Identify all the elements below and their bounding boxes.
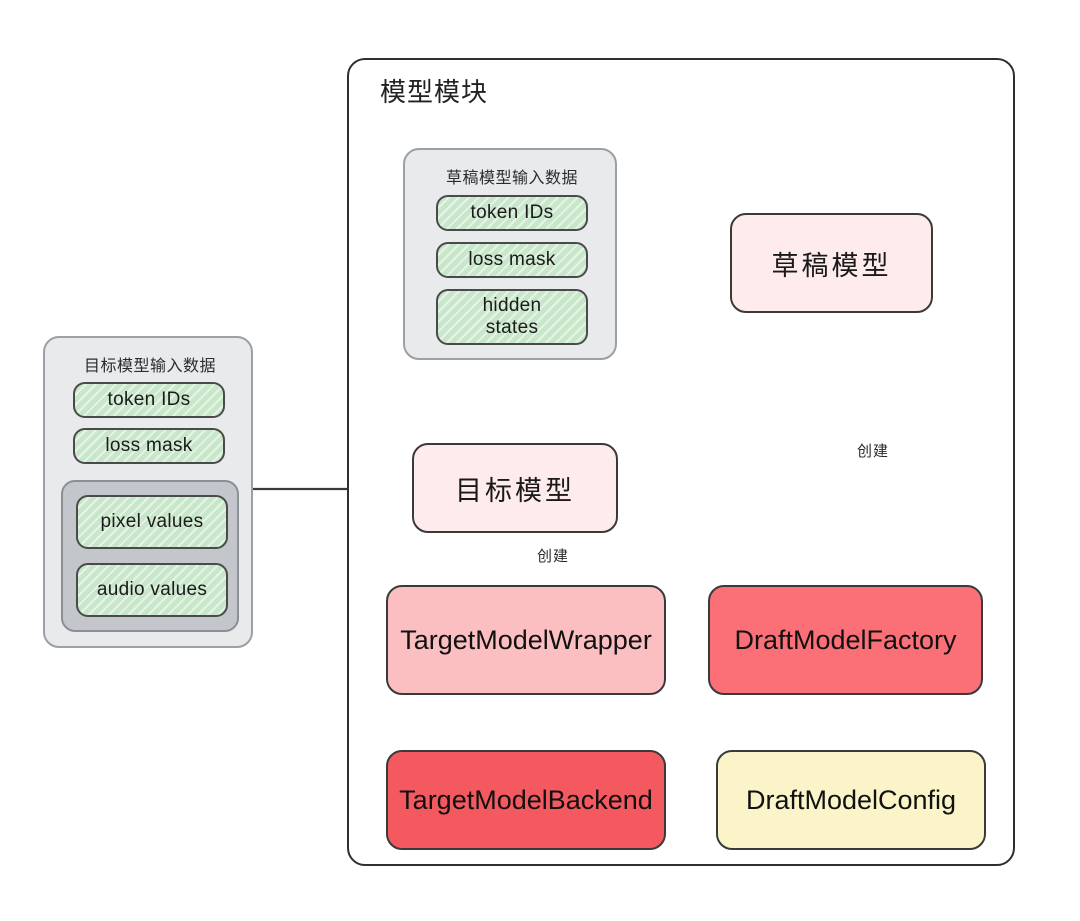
edge-label-draft-create: 创建 xyxy=(857,443,890,460)
node-draft-model-factory[interactable]: DraftModelFactory xyxy=(708,585,983,695)
hidden-states-line-1: hidden xyxy=(482,295,542,317)
target-model-input-panel-title: 目标模型输入数据 xyxy=(83,358,216,375)
node-draft-model-factory-label: DraftModelFactory xyxy=(734,624,957,655)
node-draft-model[interactable]: 草稿模型 xyxy=(730,213,933,313)
edge-label-target-create: 创建 xyxy=(537,548,570,565)
target-input-nested-group: pixel values audio values xyxy=(61,480,239,632)
node-target-model[interactable]: 目标模型 xyxy=(412,443,618,533)
target-model-input-panel: 目标模型输入数据 token IDs loss mask pixel value… xyxy=(43,336,253,648)
target-input-item-audio-values: audio values xyxy=(76,563,228,617)
draft-model-input-panel: 草稿模型输入数据 token IDs loss mask hidden stat… xyxy=(403,148,617,360)
module-title: 模型模块 xyxy=(380,77,489,107)
node-target-model-backend-label: TargetModelBackend xyxy=(399,784,653,815)
draft-model-input-panel-title: 草稿模型输入数据 xyxy=(445,170,578,187)
node-draft-model-config-label: DraftModelConfig xyxy=(745,784,957,815)
target-input-item-token-ids: token IDs xyxy=(73,382,225,418)
draft-input-item-token-ids: token IDs xyxy=(436,195,588,231)
draft-input-item-loss-mask: loss mask xyxy=(436,242,588,278)
draft-input-item-hidden-states: hidden states xyxy=(436,289,588,345)
target-input-item-loss-mask: loss mask xyxy=(73,428,225,464)
hidden-states-line-2: states xyxy=(485,317,539,338)
node-draft-model-label: 草稿模型 xyxy=(771,250,892,281)
node-target-model-backend[interactable]: TargetModelBackend xyxy=(386,750,666,850)
node-draft-model-config[interactable]: DraftModelConfig xyxy=(716,750,986,850)
node-target-model-wrapper[interactable]: TargetModelWrapper xyxy=(386,585,666,695)
target-input-item-pixel-values: pixel values xyxy=(76,495,228,549)
node-target-model-wrapper-label: TargetModelWrapper xyxy=(400,624,652,655)
node-target-model-label: 目标模型 xyxy=(455,475,575,506)
